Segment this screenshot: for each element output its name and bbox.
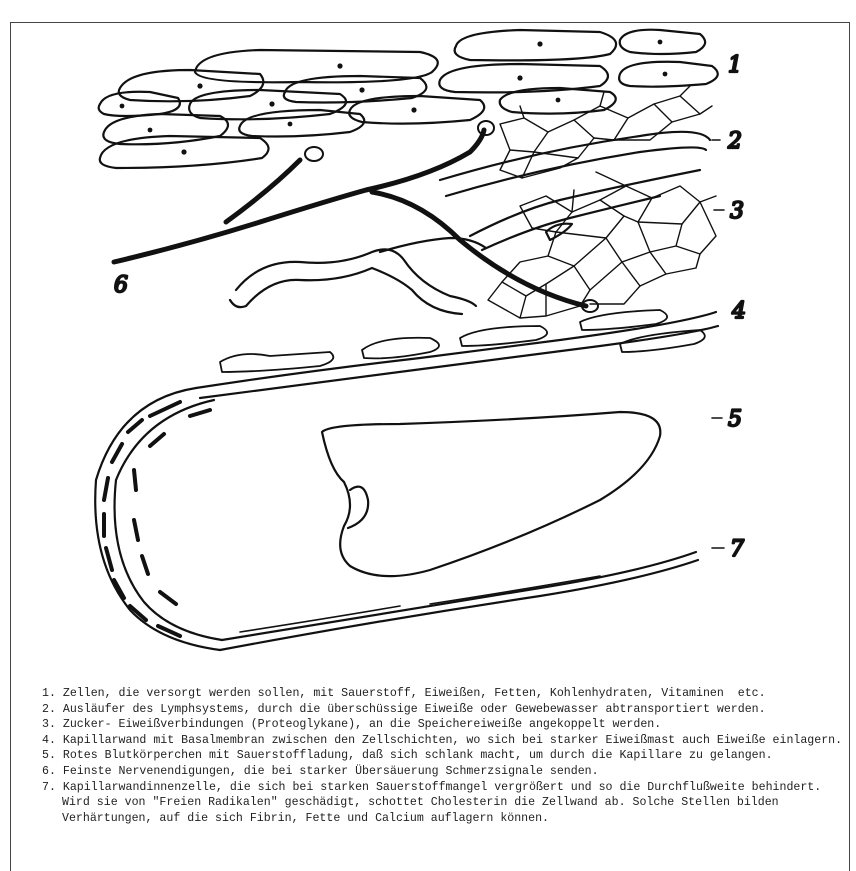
cell (119, 70, 264, 101)
legend-item-continuation: Wird sie von "Freien Radikalen" geschädi… (42, 795, 842, 811)
lymph-vessel (230, 268, 462, 314)
capillary-tissue-diagram: 1 2 3 4 5 6 7 (0, 0, 856, 680)
legend-item: 4. Kapillarwand mit Basalmembran zwische… (42, 733, 842, 749)
legend-list: 1. Zellen, die versorgt werden sollen, m… (42, 686, 842, 826)
nerve-terminal (305, 147, 323, 161)
callout-arrows (712, 140, 724, 548)
nerve-fiber (372, 192, 586, 306)
cell (349, 96, 484, 124)
legend-item: 2. Ausläufer des Lymphsystems, durch die… (42, 702, 842, 718)
capillary-tube (95, 388, 698, 650)
capillary-wall-top (196, 310, 718, 398)
callout-2: 2 (727, 129, 742, 154)
cell (239, 110, 364, 137)
legend-item: 3. Zucker- Eiweißverbindungen (Proteogly… (42, 717, 842, 733)
lymph-vessel (236, 249, 476, 306)
callout-3: 3 (730, 199, 744, 224)
legend-item: 5. Rotes Blutkörperchen mit Sauerstoffla… (42, 748, 842, 764)
lymph-vessel (446, 147, 706, 196)
callout-6: 6 (114, 273, 128, 298)
cell (619, 62, 718, 87)
legend-item: 1. Zellen, die versorgt werden sollen, m… (42, 686, 842, 702)
callout-1: 1 (728, 53, 742, 78)
legend-item: 7. Kapillarwandinnenzelle, die sich bei … (42, 780, 842, 796)
cell (99, 92, 180, 116)
red-blood-cell (322, 412, 660, 576)
nerve-fiber (114, 130, 484, 262)
cell (620, 30, 705, 54)
cell (455, 30, 616, 60)
nerve-terminal (478, 121, 494, 135)
callout-7: 7 (730, 537, 744, 562)
callout-4: 4 (731, 299, 746, 324)
cell (439, 64, 608, 92)
legend-item: 6. Feinste Nervenendigungen, die bei sta… (42, 764, 842, 780)
tissue-cells (99, 30, 718, 168)
callout-5: 5 (728, 407, 742, 432)
legend-item-continuation: Verhärtungen, auf die sich Fibrin, Fette… (42, 811, 842, 827)
capillary-endothelial-cells (104, 402, 210, 636)
